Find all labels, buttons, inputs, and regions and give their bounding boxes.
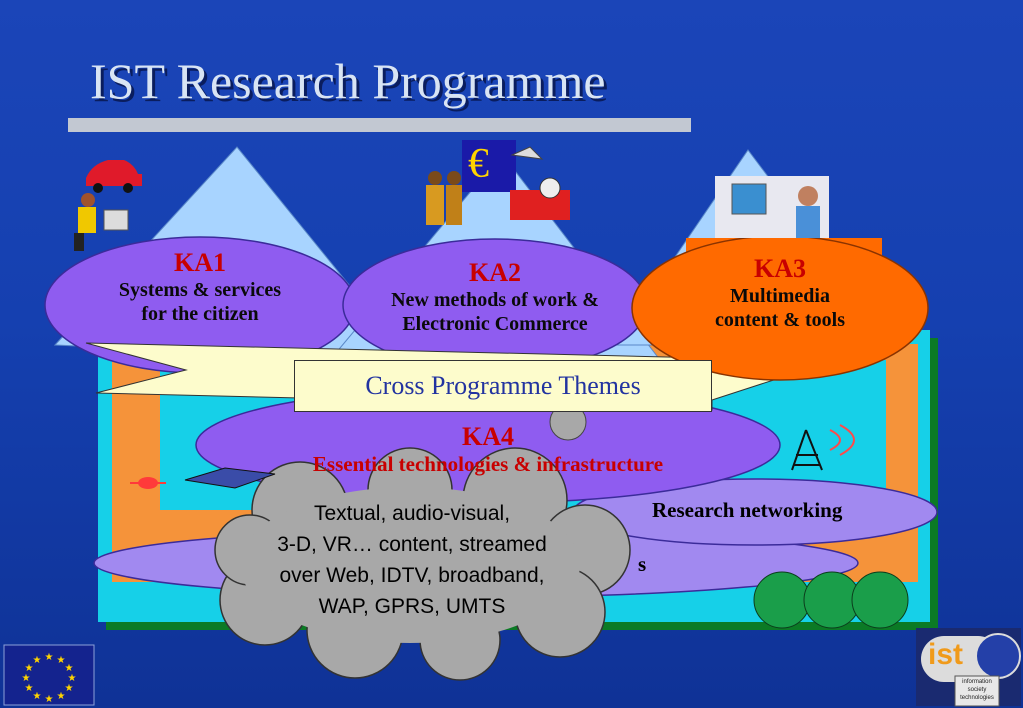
globe-icon xyxy=(753,571,909,629)
svg-text:★: ★ xyxy=(68,673,77,684)
ka4-code: KA4 xyxy=(462,422,514,451)
research-networking-label: Research networking xyxy=(652,498,843,522)
business-handshake-icon xyxy=(426,171,462,225)
ka2-label: KA2 New methods of work & Electronic Com… xyxy=(343,258,647,336)
svg-text:★: ★ xyxy=(57,655,66,666)
car-icon xyxy=(86,160,142,193)
ka4-line1: Essential technologies & infrastructure xyxy=(312,452,664,476)
ka1-label: KA1 Systems & services for the citizen xyxy=(45,248,355,326)
svg-text:★: ★ xyxy=(57,691,66,702)
ist-logo-caption: information society technologies xyxy=(955,678,999,702)
svg-text:★: ★ xyxy=(65,663,74,674)
ist-logo-icon xyxy=(916,628,1021,707)
eu-stars: ★★★★ ★★★★ ★★★★ xyxy=(22,652,77,705)
ka1-line1: Systems & services xyxy=(118,279,282,301)
ist-logo-line1: information xyxy=(962,679,992,685)
ka1-code: KA1 xyxy=(174,248,226,277)
euro-symbol: € xyxy=(468,141,489,187)
svg-text:★: ★ xyxy=(45,652,54,663)
ka1-line2: for the citizen xyxy=(141,303,259,325)
cloud-text: Textual, audio-visual, 3-D, VR… content,… xyxy=(228,498,596,622)
ka2-line1: New methods of work & xyxy=(391,289,599,311)
cross-programme-themes: Cross Programme Themes xyxy=(294,360,712,412)
people-computer-icon xyxy=(74,193,129,251)
ist-logo-line2: society xyxy=(967,687,987,693)
person-at-computer-icon xyxy=(715,176,829,238)
ka4-label: KA4 Essential technologies & infrastruct… xyxy=(196,422,780,476)
satellite-icon xyxy=(130,477,166,489)
cloud-line-1: Textual, audio-visual, xyxy=(313,502,511,525)
svg-text:★: ★ xyxy=(33,691,42,702)
antenna-tower-icon xyxy=(791,424,855,471)
ka3-label: KA3 Multimedia content & tools xyxy=(632,254,928,332)
svg-text:★: ★ xyxy=(65,683,74,694)
ka2-line2: Electronic Commerce xyxy=(402,313,588,335)
svg-text:★: ★ xyxy=(22,673,31,684)
title-underline xyxy=(68,118,691,132)
svg-text:★: ★ xyxy=(45,694,54,705)
circuit-board-icon xyxy=(184,467,276,489)
ka3-line1: Multimedia xyxy=(730,285,830,307)
ka3-line2: content & tools xyxy=(715,309,845,331)
page-title: IST Research Programme xyxy=(90,53,606,109)
svg-text:★: ★ xyxy=(33,655,42,666)
ka3-code: KA3 xyxy=(754,254,806,283)
bottom-ellipse-label: s xyxy=(638,552,647,576)
svg-text:★: ★ xyxy=(25,683,34,694)
ka2-code: KA2 xyxy=(469,258,521,287)
desk-lamp-icon xyxy=(510,146,570,220)
eu-flag-icon xyxy=(3,644,95,706)
cloud-line-2: 3-D, VR… content, streamed xyxy=(277,533,547,556)
euro-icon xyxy=(462,140,516,192)
ist-logo-line3: technologies xyxy=(960,695,994,701)
cloud-line-4: WAP, GPRS, UMTS xyxy=(318,595,506,618)
cloud-line-3: over Web, IDTV, broadband, xyxy=(279,564,545,587)
ist-logo-word: ist xyxy=(928,638,964,671)
svg-text:★: ★ xyxy=(25,663,34,674)
